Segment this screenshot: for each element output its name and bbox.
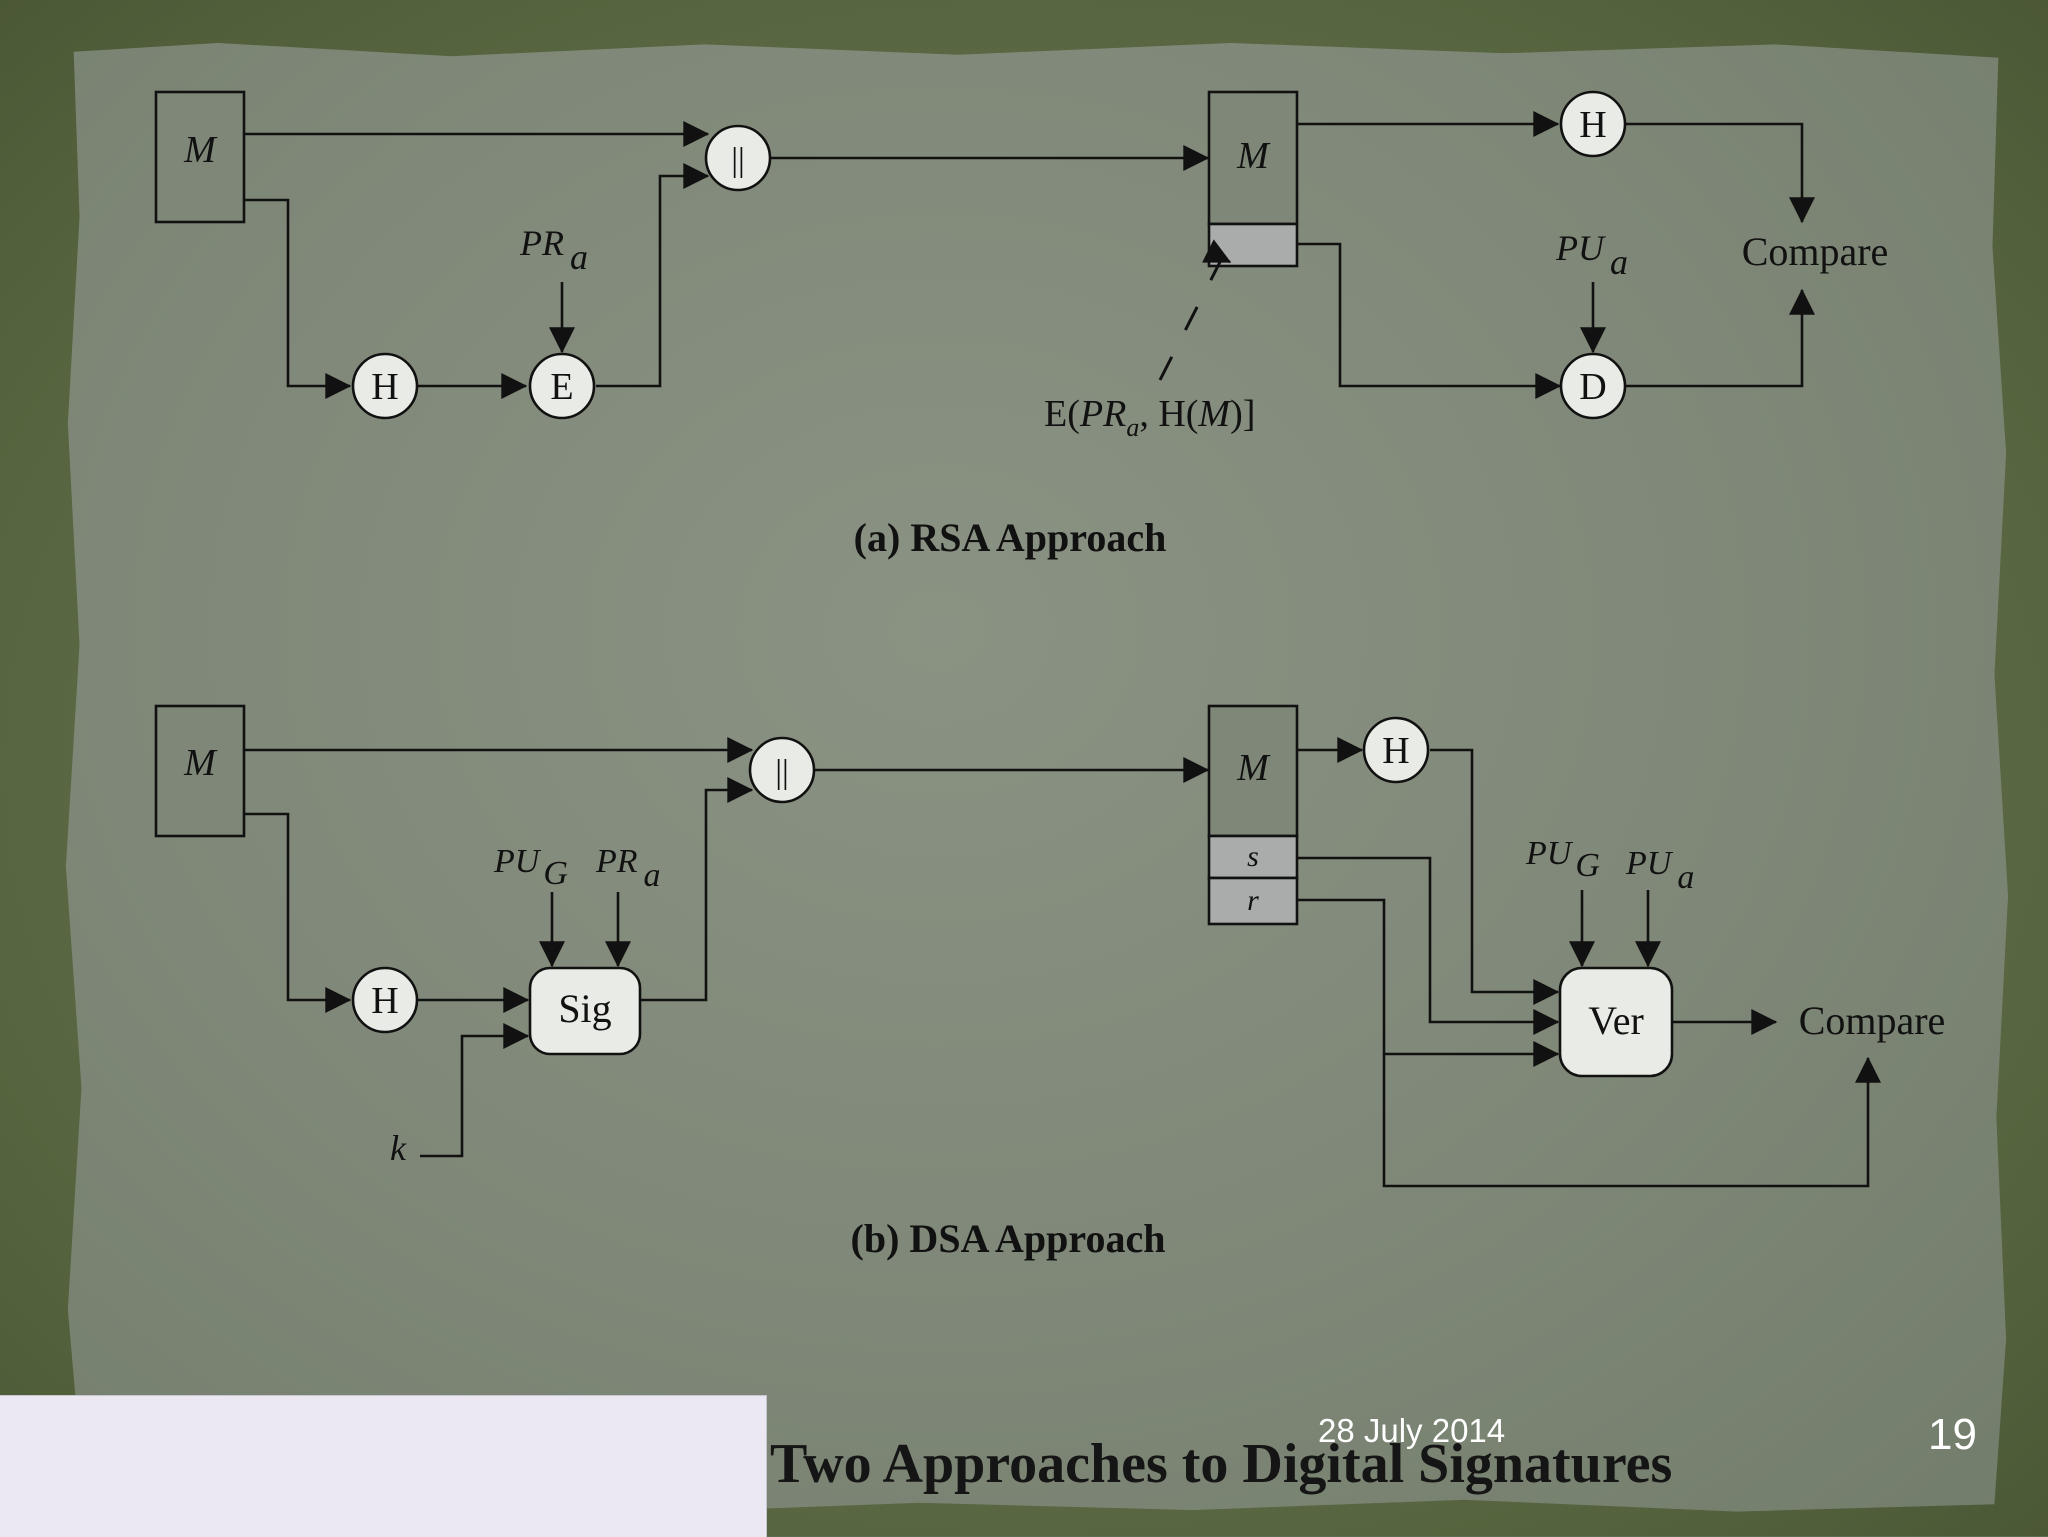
- rsa-signature-pointer-head: [1202, 239, 1232, 264]
- dsa-caption: (b) DSA Approach: [851, 1216, 1166, 1261]
- dsa-arrow-r-to-verify: [1297, 898, 1560, 1067]
- dsa-signature-r-block: [1207, 876, 1299, 926]
- dsa-signature-s-block: [1207, 834, 1299, 880]
- dsa-hash-node: [351, 966, 419, 1034]
- dsa-verify-label: Ver: [1588, 998, 1644, 1043]
- slide-page-number: 19: [1928, 1410, 1977, 1459]
- rsa-hash-label: H: [371, 366, 398, 408]
- rsa-compare-label: Compare: [1742, 229, 1889, 274]
- dsa-arrow-sign-to-concat: [640, 777, 754, 1002]
- rsa-arrow-signature-to-decrypt: [1297, 242, 1562, 399]
- dsa-signature-r-label: r: [1247, 884, 1259, 917]
- rsa-receiver-message-box: [1207, 90, 1299, 226]
- rsa-receiver-hash-label: H: [1579, 104, 1606, 146]
- dsa-random-label: k: [390, 1128, 407, 1168]
- dsa-receiver-message-box: [1207, 704, 1299, 838]
- slide-date: 28 July 2014: [1318, 1412, 1506, 1449]
- dsa-arrow-s-to-verify: [1297, 856, 1560, 1035]
- rsa-caption: (a) RSA Approach: [854, 515, 1167, 560]
- blank-panel: [0, 1395, 767, 1537]
- dsa-arrow-m-to-hash: [244, 812, 352, 1013]
- slide-title: Two Approaches to Digital Signatures: [770, 1433, 1673, 1495]
- rsa-encrypt-node: [528, 352, 596, 420]
- paper-background: [65, 42, 2009, 1514]
- rsa-arrow-m-to-hash: [244, 198, 352, 399]
- dsa-sender-message-label: M: [183, 742, 218, 784]
- rsa-arrow-encrypt-to-concat: [596, 163, 710, 388]
- dsa-sender-message-box: [154, 704, 246, 838]
- dsa-receiver-hash-node: [1362, 716, 1430, 784]
- dsa-hash-label: H: [371, 980, 398, 1022]
- dsa-sign-node: [528, 966, 642, 1056]
- rsa-concat-label: ||: [731, 142, 745, 179]
- rsa-sender-message-box: [154, 90, 246, 224]
- dsa-compare-label: Compare: [1799, 998, 1946, 1043]
- dsa-arrow-r-to-compare: [1382, 1054, 1881, 1188]
- dsa-verify-node: [1558, 966, 1674, 1078]
- rsa-decrypt-node: [1559, 352, 1627, 420]
- dsa-arrow-random-to-sign: [420, 1023, 530, 1158]
- rsa-sender-message-label: M: [183, 129, 218, 171]
- rsa-hash-node: [351, 352, 419, 420]
- rsa-encrypt-label: E: [550, 366, 573, 408]
- dsa-signature-s-label: s: [1247, 840, 1259, 873]
- dsa-receiver-hash-label: H: [1382, 730, 1409, 772]
- dsa-sign-label: Sig: [558, 986, 611, 1031]
- rsa-receiver-message-label: M: [1236, 135, 1271, 177]
- dsa-concat-label: ||: [775, 754, 789, 791]
- rsa-signature-pointer: [1158, 257, 1224, 381]
- rsa-arrow-decrypt-to-compare: [1625, 288, 1815, 388]
- rsa-arrow-hash-to-compare: [1625, 122, 1815, 224]
- dsa-arrow-hash-to-verify: [1430, 748, 1560, 1005]
- dsa-receiver-message-label: M: [1236, 747, 1271, 789]
- rsa-receiver-hash-node: [1559, 90, 1627, 158]
- rsa-signature-label: E(PRa, H(M)]: [1044, 393, 1255, 442]
- rsa-decrypt-label: D: [1579, 366, 1606, 408]
